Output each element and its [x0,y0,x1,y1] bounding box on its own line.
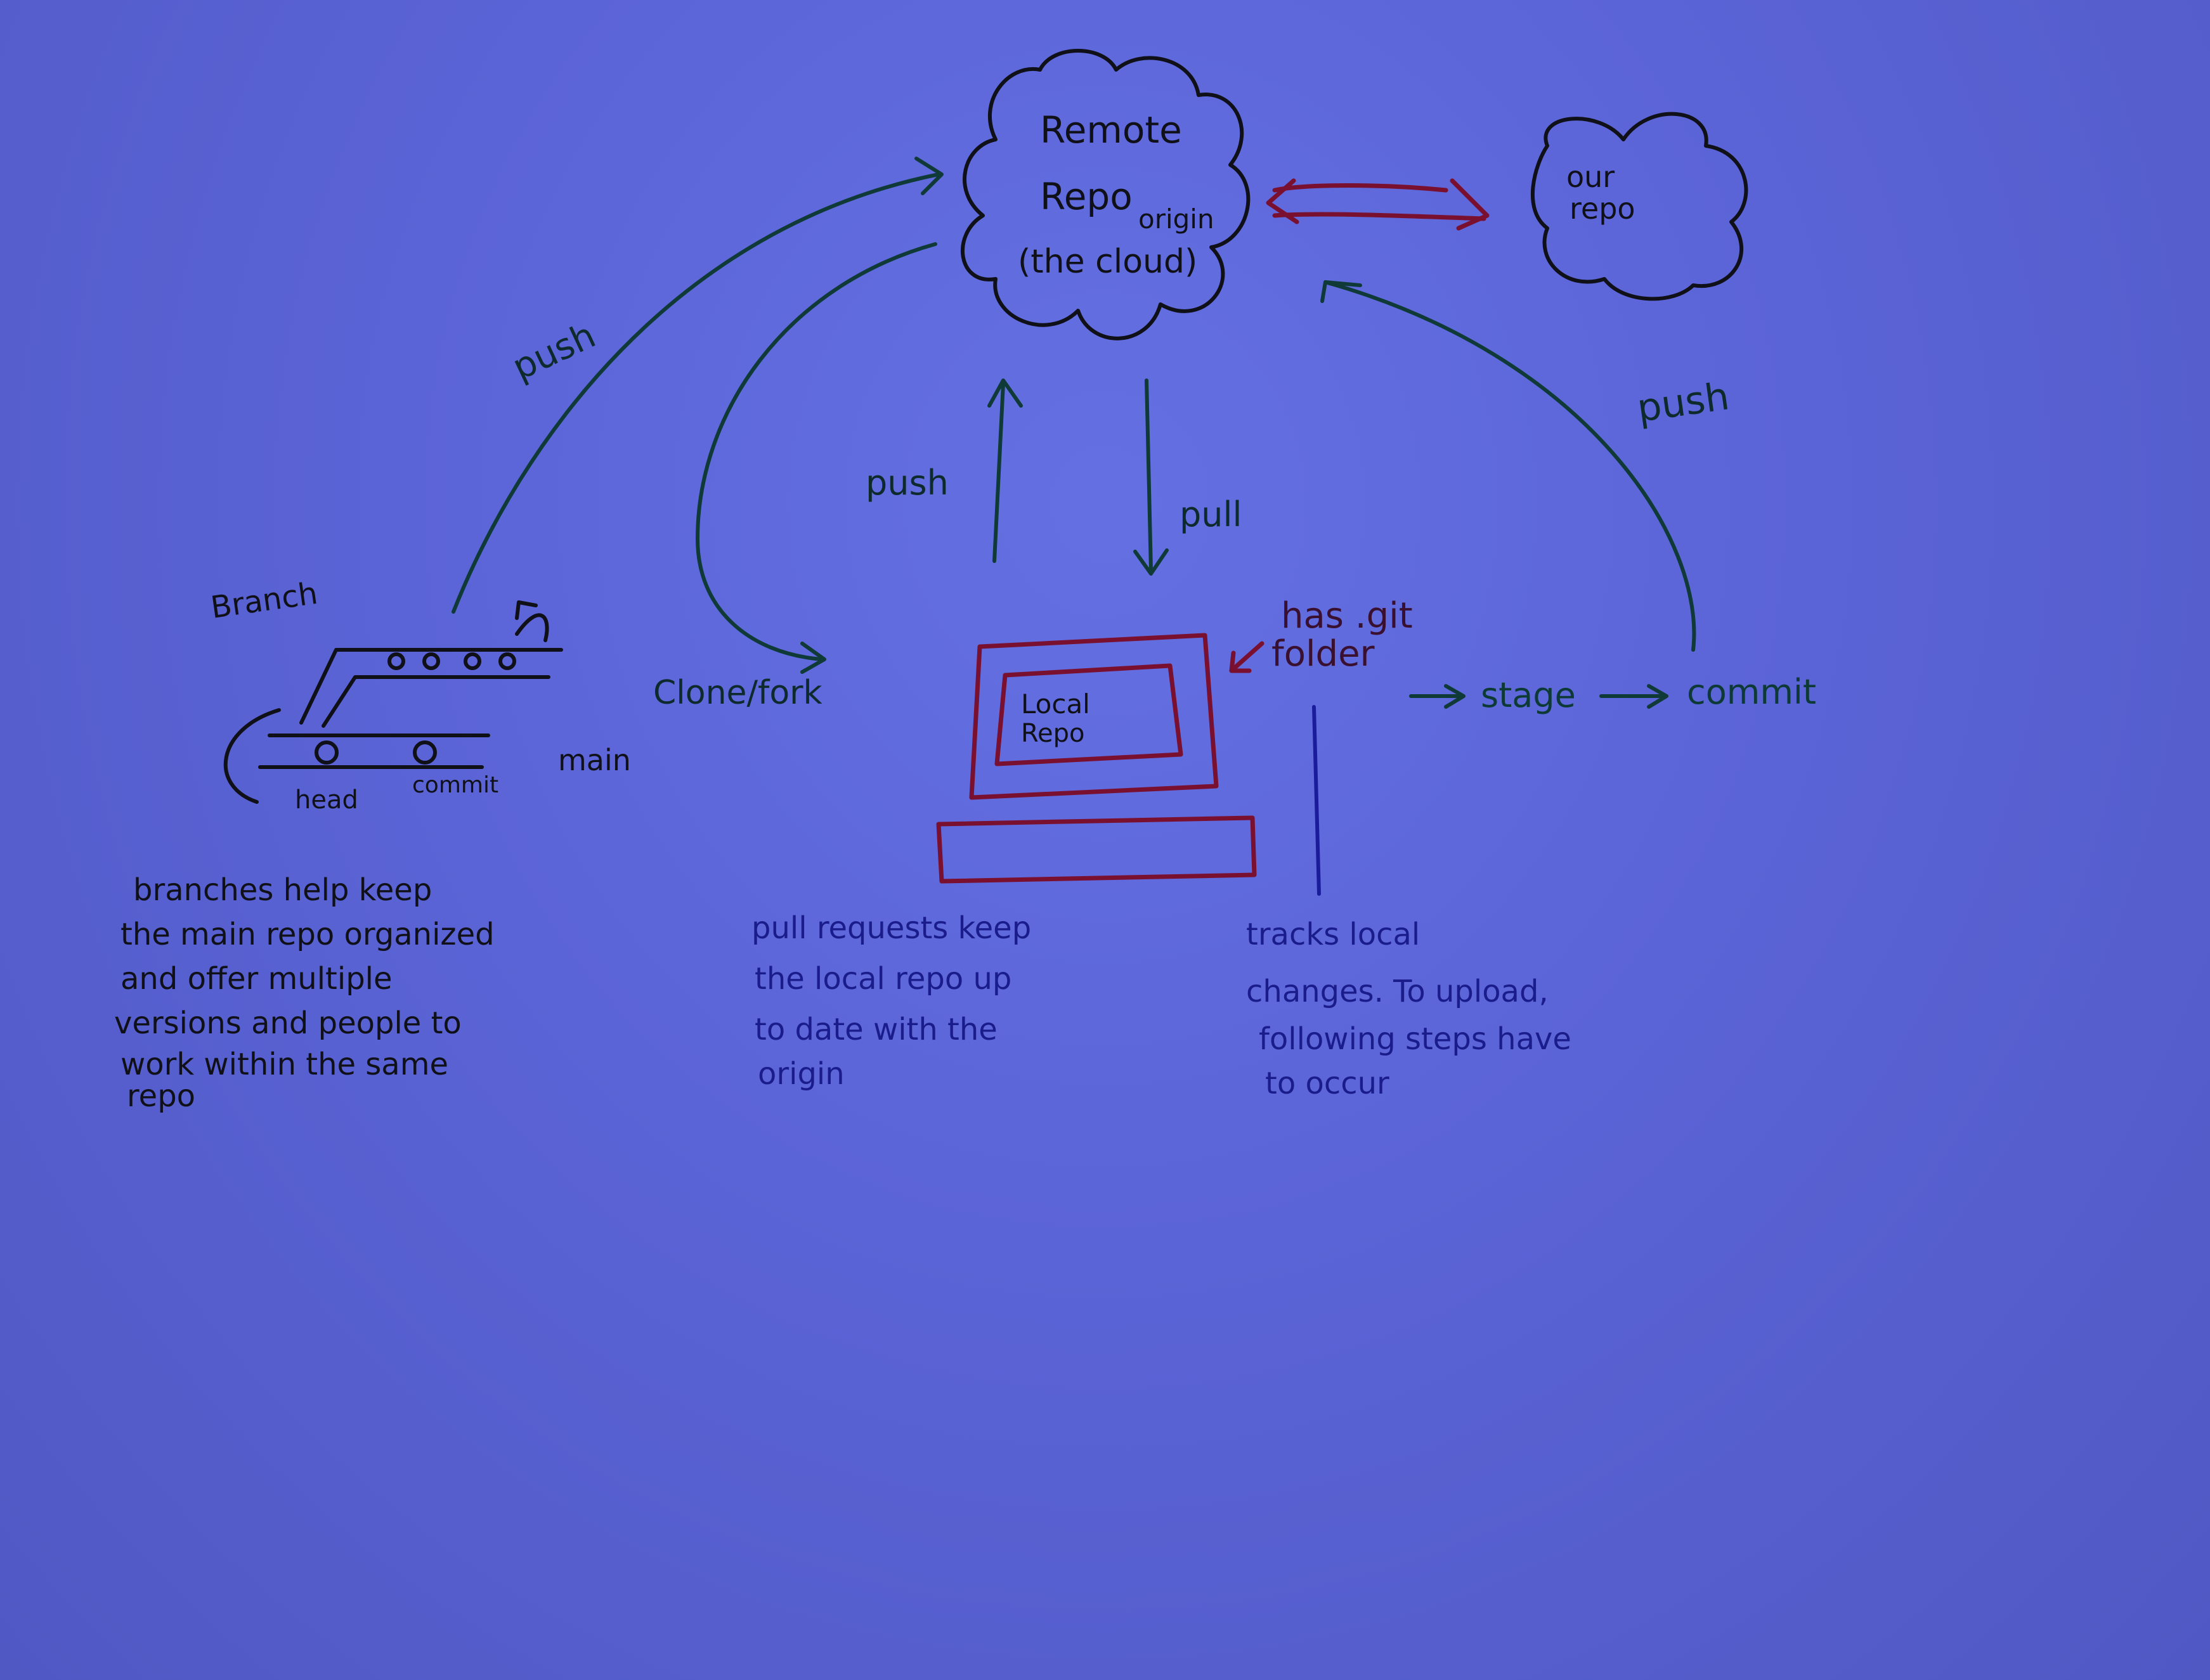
commit-step-label: commit [1687,672,1816,712]
branches-note: branches help keep the main repo organiz… [114,872,495,1114]
git-note-line1: has .git [1281,595,1413,636]
local-repo-label-1: Local [1021,688,1090,720]
push-arrow-right: push [1320,280,1732,652]
pull-note-line: to date with the [755,1012,998,1047]
branches-note-line: branches help keep [133,872,432,908]
clone-fork-arrow: Clone/fork [653,242,937,712]
tracks-note-line: tracks local [1246,917,1420,952]
git-note-line2: folder [1271,633,1375,675]
our-repo-label-1: our [1566,160,1615,194]
sync-double-arrow [1266,178,1490,231]
clone-fork-label: Clone/fork [653,674,822,712]
branches-note-line: versions and people to [114,1005,462,1041]
pull-arrow: pull [1133,378,1242,576]
branches-note-line: work within the same [120,1047,448,1082]
pull-note-line: the local repo up [755,961,1011,997]
pull-note-line: pull requests keep [751,910,1031,946]
push-arrow-center: push [866,378,1023,563]
tracks-note-line: following steps have [1259,1021,1571,1057]
our-repo-label-2: repo [1570,191,1635,226]
push-label-left: push [506,314,601,388]
stage-commit-flow: stage commit [1409,672,1816,715]
remote-title: Remote [1040,108,1182,152]
remote-cloud-label: (the cloud) [1018,243,1197,281]
remote-subtitle: Repo [1040,175,1133,218]
tracks-note-line: to occur [1265,1066,1389,1101]
our-repo-cloud: our repo [1531,112,1748,301]
tracks-note: tracks local changes. To upload, followi… [1246,917,1571,1101]
head-label: head [295,785,358,815]
origin-label: origin [1138,204,1214,235]
push-label-center: push [866,463,949,503]
pull-requests-note: pull requests keep the local repo up to … [751,910,1031,1092]
branches-note-line: the main repo organized [120,917,495,952]
main-label: main [558,743,631,777]
tracks-note-line: changes. To upload, [1246,974,1549,1009]
remote-repo-cloud: Remote Repo (the cloud) origin [961,49,1251,340]
branch-label: Branch [209,576,320,626]
commit-label: commit [412,772,498,798]
divider-line [1312,705,1321,896]
pull-note-line: origin [758,1056,845,1092]
branches-note-line: and offer multiple [120,961,393,997]
push-label-right: push [1634,374,1732,431]
local-repo-label-2: Repo [1021,719,1084,748]
branch-diagram: Branch main head commit [209,576,631,815]
computer-drawing: Local Repo has .git folder [936,595,1413,884]
pull-label: pull [1180,494,1242,534]
stage-label: stage [1481,675,1576,715]
branches-note-line: repo [127,1078,195,1114]
